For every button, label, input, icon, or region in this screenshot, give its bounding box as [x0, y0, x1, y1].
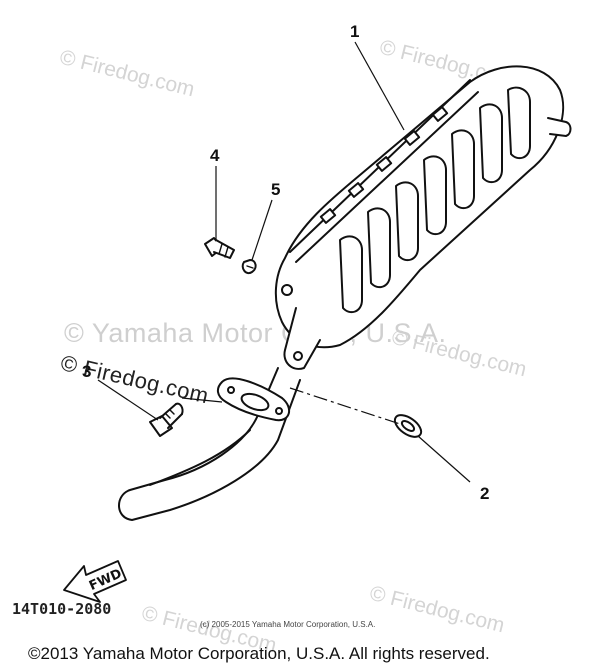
bolt-part-4 [204, 237, 235, 259]
leader-line-3b [181, 397, 223, 403]
flange-part [216, 377, 291, 422]
inner-copyright: (c) 2005-2015 Yamaha Motor Corporation, … [200, 620, 376, 629]
watermark-yamaha-corp: © Yamaha Motor Corp., U.S.A. [64, 318, 447, 348]
diagram-code: 14T010-2080 [12, 600, 112, 618]
centre-line [289, 387, 401, 425]
leader-line-1 [354, 41, 405, 131]
leader-line-2 [417, 435, 471, 483]
leader-lines [97, 41, 471, 483]
callout-5: 5 [271, 180, 281, 199]
bolt-part-3 [149, 402, 184, 437]
fwd-arrow-icon: FWD [63, 560, 127, 603]
exhaust-pipe [118, 367, 301, 521]
callout-2: 2 [480, 484, 490, 503]
leader-line-5 [251, 199, 273, 261]
callout-3: 3 [82, 362, 92, 381]
callout-4: 4 [210, 146, 220, 165]
callout-1: 1 [350, 22, 360, 41]
footer-copyright: ©2013 Yamaha Motor Corporation, U.S.A. A… [28, 644, 490, 663]
leader-line-3 [97, 379, 159, 421]
muffler-part-1 [274, 65, 572, 370]
gasket-part-2 [393, 414, 423, 438]
nut-part-5 [241, 259, 257, 274]
